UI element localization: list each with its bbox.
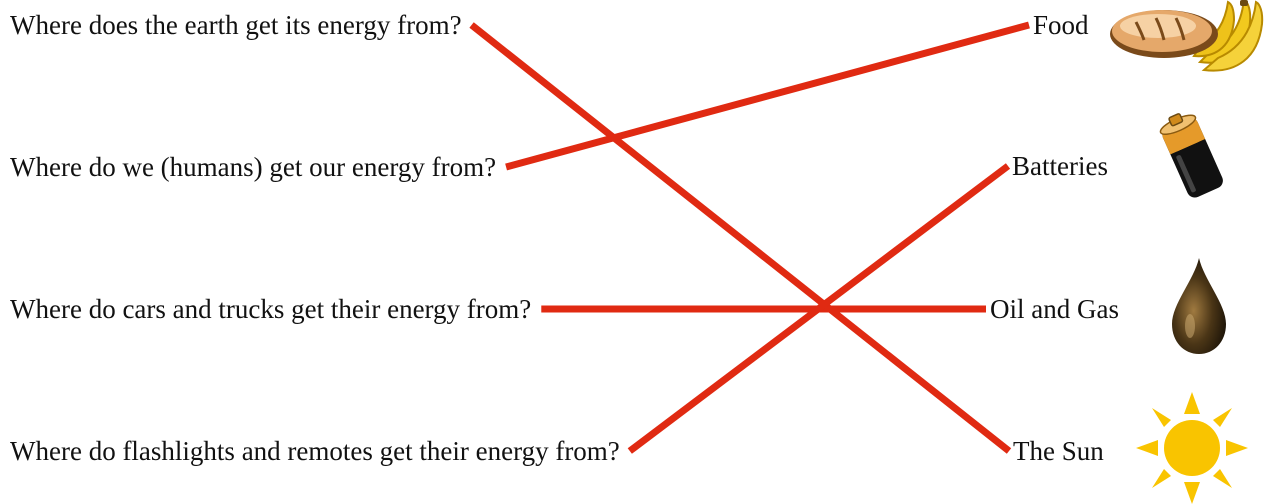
oil-drop-icon bbox=[1172, 258, 1226, 354]
question-earth-energy[interactable]: Where does the earth get its energy from… bbox=[10, 10, 462, 40]
answer-batteries[interactable]: Batteries bbox=[1012, 151, 1108, 181]
bread-loaf bbox=[1110, 10, 1218, 58]
answer-the-sun[interactable]: The Sun bbox=[1013, 436, 1104, 466]
question-cars-trucks-energy[interactable]: Where do cars and trucks get their energ… bbox=[10, 294, 532, 324]
match-line-q1-a4 bbox=[469, 22, 1012, 454]
question-flashlights-remotes-energy[interactable]: Where do flashlights and remotes get the… bbox=[10, 436, 620, 466]
match-line-q4-a2 bbox=[627, 163, 1011, 454]
banana-bunch bbox=[1192, 0, 1264, 72]
bread-and-bananas-icon bbox=[1110, 0, 1264, 72]
battery-icon bbox=[1159, 113, 1223, 198]
question-humans-energy[interactable]: Where do we (humans) get our energy from… bbox=[10, 152, 497, 182]
answer-food[interactable]: Food bbox=[1033, 10, 1089, 40]
sun-icon bbox=[1136, 392, 1248, 504]
answer-oil-and-gas[interactable]: Oil and Gas bbox=[990, 294, 1119, 324]
match-line-q2-a1 bbox=[505, 21, 1030, 171]
